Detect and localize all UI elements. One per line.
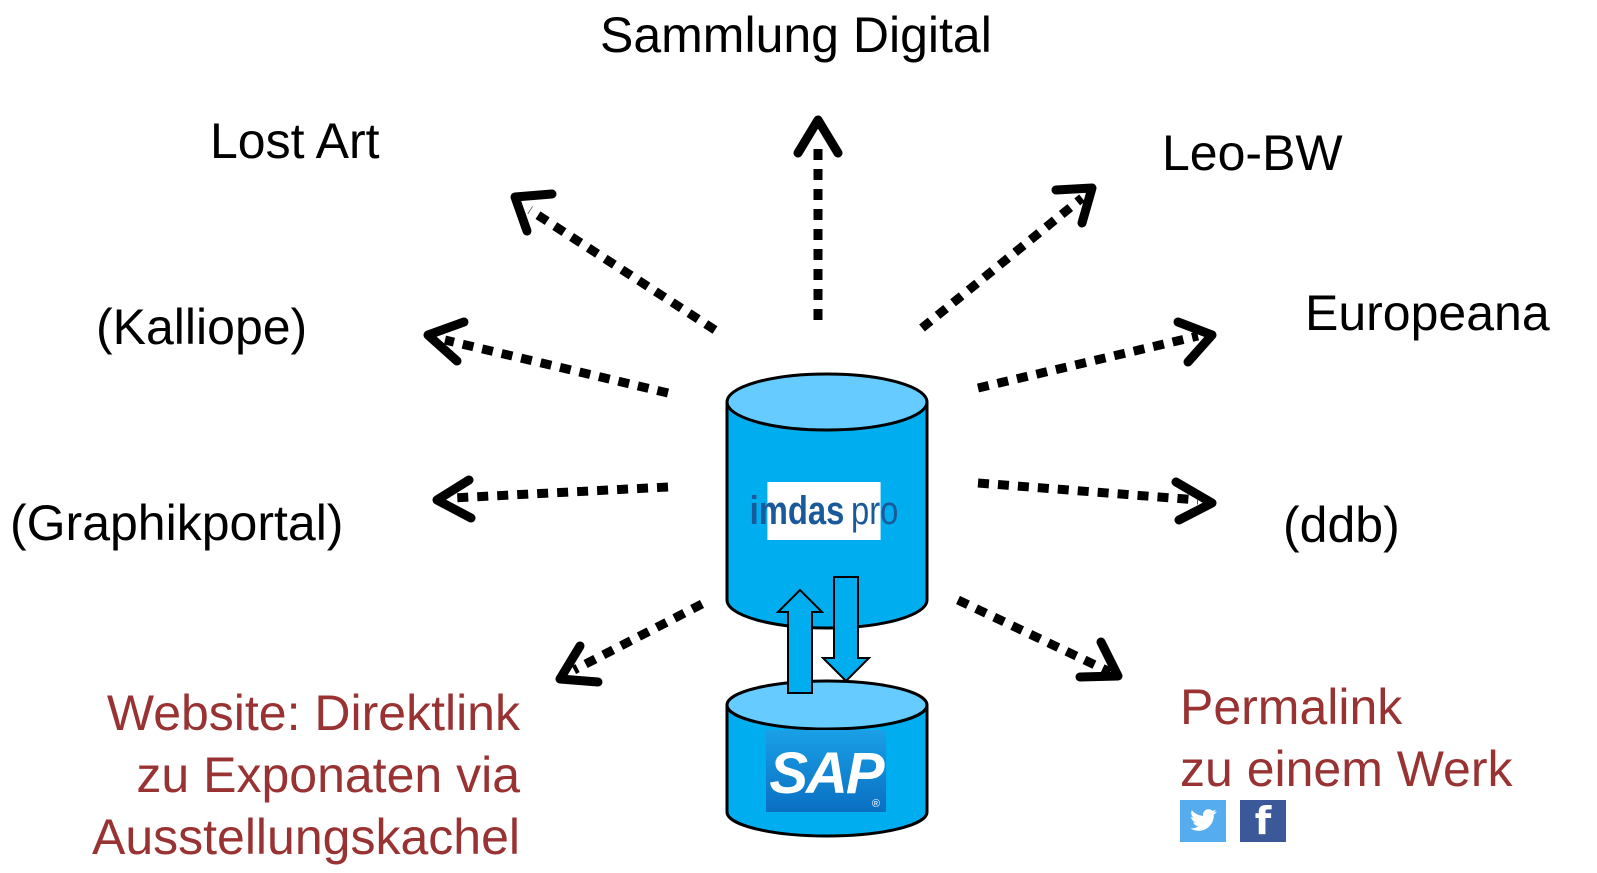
permalink-line-1: Permalink <box>1180 679 1403 735</box>
arrow-to-kalliope <box>443 335 670 398</box>
arrowhead-ddb <box>1171 477 1217 525</box>
arrow-to-leo-bw <box>919 194 1085 332</box>
arrowhead-graphikportal <box>432 475 476 523</box>
twitter-icon[interactable] <box>1180 800 1226 842</box>
target-ddb: (ddb) <box>1283 497 1400 553</box>
target-europeana: Europeana <box>1305 285 1550 341</box>
facebook-icon[interactable]: f <box>1240 799 1286 843</box>
target-kalliope: (Kalliope) <box>96 299 308 355</box>
arrowhead-kalliope <box>423 317 469 366</box>
arrow-to-graphikportal <box>451 482 669 503</box>
target-graphikportal: (Graphikportal) <box>10 495 344 551</box>
down-arrow-imdas-to-sap <box>820 576 872 683</box>
arrowhead-leo-bw <box>1051 183 1097 228</box>
up-arrow-sap-to-imdas <box>775 588 825 694</box>
sap-logo: SAP ® <box>766 730 886 812</box>
website-direktlink-label: Website: Direktlink zu Exponaten via Aus… <box>40 682 520 868</box>
facebook-f-glyph: f <box>1254 799 1272 843</box>
website-line-1: Website: Direktlink <box>106 685 520 741</box>
permalink-line-2: zu einem Werk <box>1180 741 1513 797</box>
arrowhead-europeana <box>1173 317 1217 367</box>
arrow-to-europeana <box>976 331 1200 393</box>
arrow-to-lost-art <box>527 206 718 334</box>
arrow-to-website <box>571 600 705 674</box>
sap-logo-text: SAP <box>769 741 884 806</box>
arrow-to-ddb <box>977 478 1199 505</box>
website-line-2: zu Exponaten via <box>136 747 520 803</box>
twitter-bird-glyph <box>1190 809 1217 831</box>
imdas-logo-text: imdas <box>749 488 845 533</box>
arrowhead-lost-art <box>510 189 557 236</box>
sap-registered-mark: ® <box>871 798 880 810</box>
arrowhead-sammlung-digital <box>793 115 843 158</box>
pro-logo-text: pro <box>850 488 899 533</box>
target-lost-art: Lost Art <box>210 113 380 169</box>
website-line-3: Ausstellungskachel <box>91 809 520 865</box>
arrowhead-website <box>555 641 603 687</box>
target-sammlung-digital: Sammlung Digital <box>600 7 992 63</box>
arrowhead-permalink <box>1075 637 1123 682</box>
permalink-label: Permalink zu einem Werk <box>1180 676 1513 800</box>
target-leo-bw: Leo-BW <box>1162 125 1343 181</box>
arrow-to-permalink <box>956 595 1112 677</box>
